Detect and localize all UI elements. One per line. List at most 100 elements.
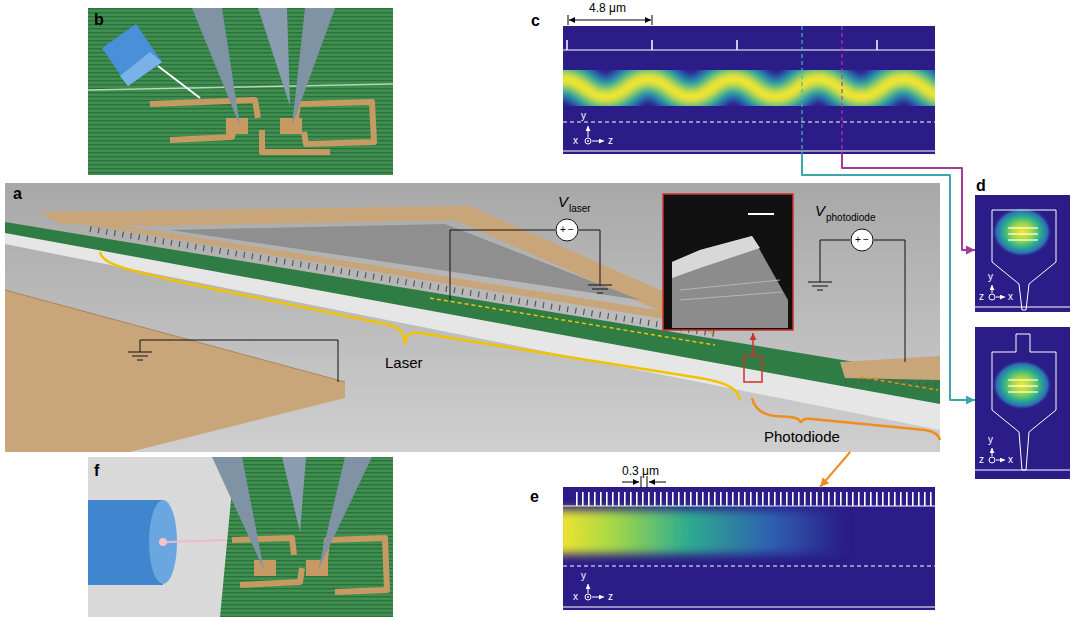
device-render-a: [592, 289, 608, 290]
cross-section-d: [992, 285, 993, 293]
mode-profile-c: [876, 40, 878, 50]
cross-section-d: [1008, 233, 1038, 234]
source-circle: [556, 219, 578, 241]
panel-d-section: yzx: [975, 327, 1070, 479]
mode-profile-c: [563, 79, 935, 97]
mode-profile-e: [587, 596, 589, 598]
mode-profile-c: [563, 79, 935, 97]
mode-profile-e: [592, 597, 604, 598]
axis-label: z: [608, 136, 613, 146]
panel-f: f: [88, 457, 393, 617]
mode-profile-c: [563, 49, 935, 50]
probe-render-f: [159, 538, 167, 546]
dimension: 4.8 μm: [589, 2, 626, 14]
panel-letter: e: [530, 489, 539, 505]
mode-profile-c: [587, 140, 589, 142]
polarity-sign: −: [568, 225, 574, 235]
mode-profile-c: [540, 15, 967, 154]
cross-section-d: [992, 360, 1052, 410]
axis-label: z: [979, 455, 984, 465]
device-render-a: [840, 356, 940, 380]
device-render-a: [672, 236, 788, 328]
probe-render-b: [88, 8, 393, 175]
connector-arrow: [842, 154, 975, 250]
cross-section-d: [989, 457, 995, 463]
cross-section-d: [996, 297, 1005, 298]
probe-render-b: [170, 126, 234, 140]
device-render-a: [80, 219, 720, 328]
device-render-a: [680, 280, 780, 290]
mode-profile-c: [563, 79, 935, 97]
panel-letter: a: [13, 186, 22, 202]
device-render-a: [140, 340, 338, 382]
cross-section-d: [992, 207, 1052, 257]
cross-section-d: [1008, 227, 1038, 228]
probe-render-f: [282, 457, 306, 532]
cross-section-d: [1008, 239, 1038, 240]
mode-profile-e: [649, 482, 666, 483]
mode-profile-c: [567, 40, 877, 50]
signal-name: V: [558, 194, 568, 209]
cross-section-d: [996, 460, 1005, 461]
cross-section-d: [1008, 380, 1038, 392]
connector-arrow: [802, 154, 975, 400]
voltage-source: +−: [850, 228, 874, 252]
panel-d: dyzx: [975, 195, 1070, 312]
probe-render-b: [88, 84, 393, 90]
axis-label: z: [979, 292, 984, 302]
cross-section-d: [992, 448, 993, 456]
probe-render-f: [88, 457, 235, 617]
panel-letter: f: [94, 463, 99, 479]
device-render-a: [40, 206, 728, 334]
device-render-a: [132, 356, 148, 357]
panel-b: b: [88, 8, 393, 175]
cross-section-d: [989, 294, 995, 300]
mode-profile-c: [841, 26, 842, 154]
device-render-a: [128, 352, 152, 353]
device-render-a: [5, 183, 940, 452]
mode-profile-c: [801, 26, 802, 154]
device-render-a: [860, 377, 938, 390]
panel-e: eyxz: [563, 487, 935, 610]
probe-render-b: [292, 8, 335, 126]
source-circle: [555, 218, 579, 242]
voltage-source: +−: [555, 218, 579, 242]
probe-render-b: [150, 100, 258, 118]
cross-section-d: [1008, 379, 1038, 380]
mode-profile-c: [563, 150, 935, 151]
mode-profile-e: [563, 606, 935, 607]
panel-c: cyxz: [563, 26, 935, 154]
part-name: Photodiode: [764, 429, 840, 444]
axis-label: x: [1008, 292, 1013, 302]
polarity-sign: −: [863, 235, 869, 245]
cross-section-d: [992, 360, 1052, 410]
cross-section-d: [992, 334, 1056, 470]
signal-subscript: photodiode: [826, 213, 876, 223]
probe-render-b: [296, 102, 374, 144]
mode-profile-c: [569, 20, 651, 21]
device-render-a: [100, 252, 740, 400]
probe-render-b: [120, 52, 162, 86]
probe-render-f: [254, 560, 276, 576]
cross-section-d: [992, 207, 1052, 257]
signal-subscript: laser: [569, 204, 591, 214]
mode-profile-e: [563, 510, 845, 554]
cross-section-d: [1008, 385, 1038, 386]
mode-profile-c: [651, 40, 653, 50]
panel-a: aLaserPhotodiode+−+−: [5, 183, 940, 452]
device-render-a: [820, 240, 850, 282]
source-circle: [851, 229, 873, 251]
probe-render-f: [212, 457, 264, 570]
cross-section-d: [975, 195, 1070, 312]
probe-render-b: [102, 24, 162, 86]
mode-profile-e: [572, 492, 935, 506]
probe-render-b: [226, 118, 248, 134]
cross-section-d: [975, 327, 1070, 479]
device-render-a: [137, 360, 143, 361]
mode-profile-c: [563, 122, 935, 123]
device-render-a: [5, 222, 940, 404]
source-circle: [850, 228, 874, 252]
mode-profile-c: [588, 126, 589, 137]
mode-profile-c: [563, 79, 935, 97]
